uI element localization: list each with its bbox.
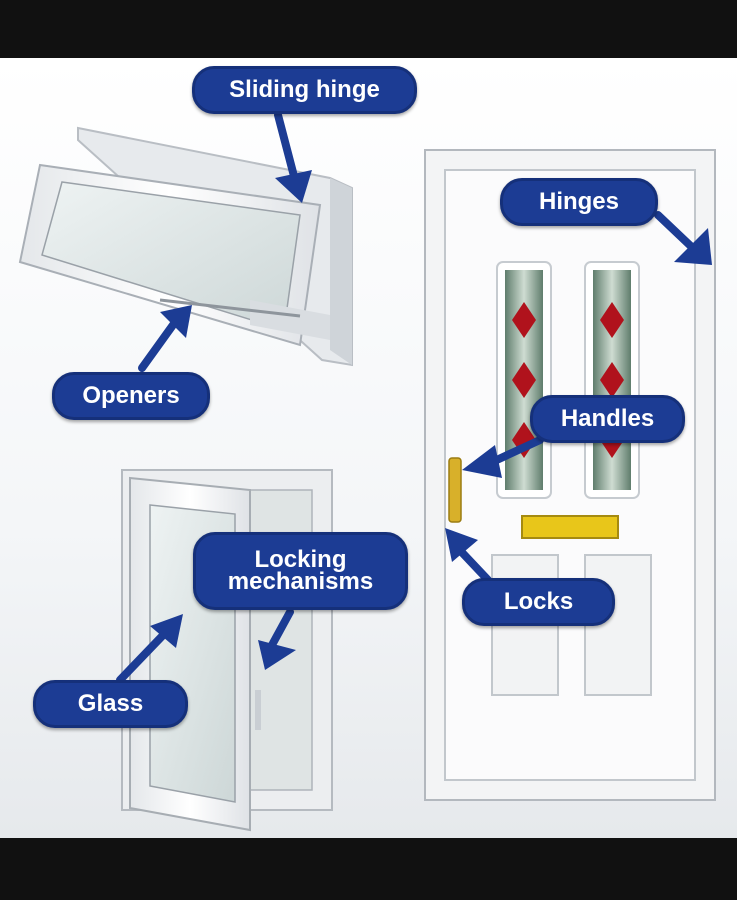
label-locks: Locks xyxy=(462,578,615,626)
awning-window xyxy=(18,126,353,367)
arrow-sliding-hinge xyxy=(274,111,312,203)
label-hinges: Hinges xyxy=(500,178,658,226)
label-glass-text: Glass xyxy=(77,690,144,717)
label-locking-mechanisms: Locking mechanisms xyxy=(193,532,408,610)
label-locking-line1: Locking xyxy=(254,546,347,573)
label-sliding-hinge-text: Sliding hinge xyxy=(229,76,380,103)
arrow-hinges xyxy=(654,211,712,265)
arrow-glass xyxy=(116,614,183,684)
label-handles: Handles xyxy=(530,395,685,443)
arrow-handles xyxy=(462,436,544,478)
door xyxy=(424,149,716,801)
label-glass: Glass xyxy=(33,680,188,728)
label-openers-text: Openers xyxy=(82,382,180,409)
arrow-openers xyxy=(138,305,192,372)
top-black-bar xyxy=(0,0,737,58)
label-sliding-hinge: Sliding hinge xyxy=(192,66,417,114)
label-handles-text: Handles xyxy=(560,405,655,432)
label-locking-line2: mechanisms xyxy=(227,568,374,595)
label-hinges-text: Hinges xyxy=(538,188,619,215)
label-locks-text: Locks xyxy=(503,588,574,615)
label-openers: Openers xyxy=(52,372,210,420)
arrow-locking-mechanisms xyxy=(258,608,296,670)
arrow-locks xyxy=(445,528,492,584)
arrows xyxy=(116,111,712,684)
bottom-black-bar xyxy=(0,838,737,900)
